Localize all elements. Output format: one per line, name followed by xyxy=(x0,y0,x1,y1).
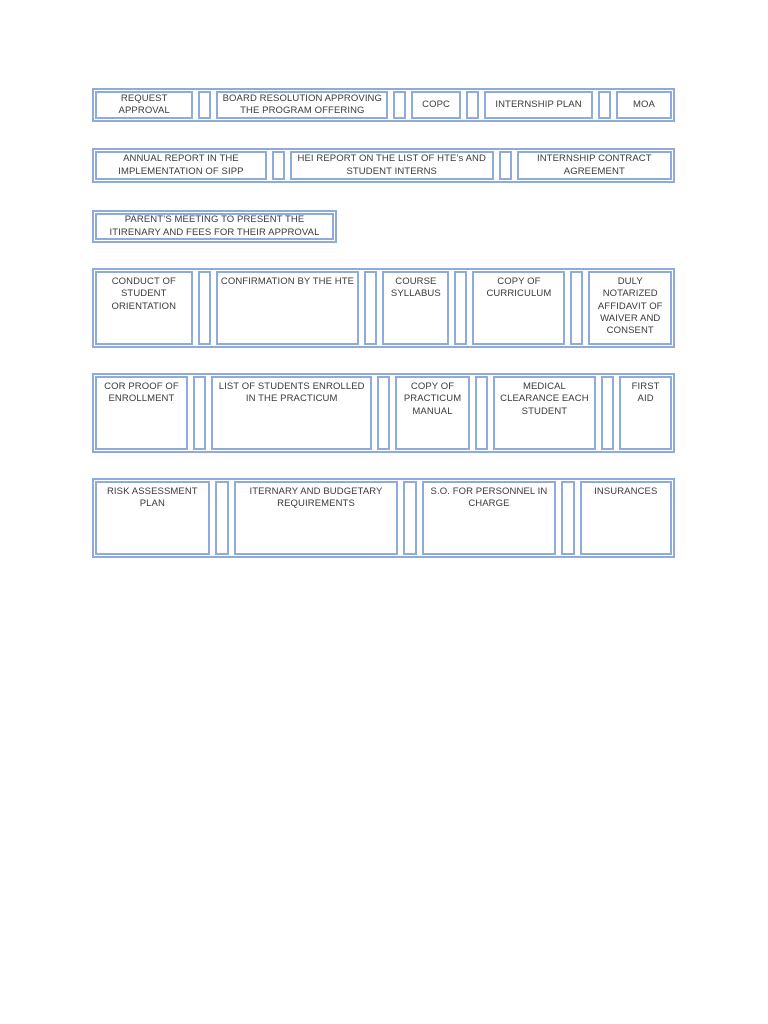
cell-label: RISK ASSESSMENT PLAN xyxy=(106,486,198,510)
spacer-cell xyxy=(192,376,206,450)
table-row: PARENT’S MEETING TO PRESENT THE ITIRENAR… xyxy=(92,210,337,243)
cell-label: FIRST AID xyxy=(631,381,660,405)
spacer-cell xyxy=(498,151,512,180)
spacer-cell xyxy=(466,91,479,119)
table-row: RISK ASSESSMENT PLAN ITERNARY AND BUDGETA… xyxy=(92,478,675,558)
spacer-cell xyxy=(598,91,612,119)
cell-label: REQUEST APPROVAL xyxy=(118,92,170,116)
table-cell: MOA xyxy=(616,91,672,119)
table-cell: MEDICAL CLEARANCE EACH STUDENT xyxy=(492,376,597,450)
table-cell: CONDUCT OF STUDENT ORIENTATION xyxy=(95,271,193,345)
cell-label: PARENT’S MEETING TO PRESENT THE ITIRENAR… xyxy=(109,214,320,238)
cell-label: INTERNSHIP CONTRACT AGREEMENT xyxy=(536,153,652,177)
cell-label: CONFIRMATION BY THE HTE xyxy=(220,276,355,287)
cell-label: CONDUCT OF STUDENT ORIENTATION xyxy=(111,276,177,312)
table-cell: RISK ASSESSMENT PLAN xyxy=(95,481,210,555)
spacer-cell xyxy=(570,271,584,345)
spacer-cell xyxy=(198,91,212,119)
table-row: REQUEST APPROVAL BOARD RESOLUTION APPROVI… xyxy=(92,88,675,122)
table-cell: COR PROOF OF ENROLLMENT xyxy=(95,376,188,450)
spacer-cell xyxy=(403,481,418,555)
cell-label: ANNUAL REPORT IN THE IMPLEMENTATION OF S… xyxy=(118,153,244,177)
table-cell: ITERNARY AND BUDGETARY REQUIREMENTS xyxy=(233,481,399,555)
table-cell: COPY OF CURRICULUM xyxy=(472,271,566,345)
cell-label: S.O. FOR PERSONNEL IN CHARGE xyxy=(430,486,548,510)
spacer-cell xyxy=(601,376,615,450)
cell-label: HEI REPORT ON THE LIST OF HTE’s AND STUD… xyxy=(297,153,486,177)
cell-label: INTERNSHIP PLAN xyxy=(495,98,582,110)
table-row: COR PROOF OF ENROLLMENT LIST OF STUDENTS … xyxy=(92,373,675,453)
table-cell: INSURANCES xyxy=(579,481,672,555)
table-cell: BOARD RESOLUTION APPROVING THE PROGRAM O… xyxy=(216,91,389,119)
cell-label: LIST OF STUDENTS ENROLLED IN THE PRACTIC… xyxy=(218,381,365,405)
cell-label: BOARD RESOLUTION APPROVING THE PROGRAM O… xyxy=(222,92,383,116)
spacer-cell xyxy=(214,481,229,555)
cell-label: INSURANCES xyxy=(594,486,658,497)
cell-label: COPC xyxy=(422,98,451,110)
table-cell: HEI REPORT ON THE LIST OF HTE’s AND STUD… xyxy=(289,151,494,180)
table-cell: COURSE SYLLABUS xyxy=(382,271,450,345)
table-cell: REQUEST APPROVAL xyxy=(95,91,194,119)
cell-label: COPY OF PRACTICUM MANUAL xyxy=(403,381,462,417)
spacer-cell xyxy=(560,481,575,555)
spacer-cell xyxy=(197,271,211,345)
spacer-cell xyxy=(474,376,488,450)
table-cell: INTERNSHIP CONTRACT AGREEMENT xyxy=(516,151,672,180)
spacer-cell xyxy=(271,151,285,180)
table-cell: COPY OF PRACTICUM MANUAL xyxy=(395,376,470,450)
cell-label: MOA xyxy=(633,98,655,110)
cell-label: ITERNARY AND BUDGETARY REQUIREMENTS xyxy=(249,486,383,510)
table-row: CONDUCT OF STUDENT ORIENTATION CONFIRMATI… xyxy=(92,268,675,348)
cell-label: MEDICAL CLEARANCE EACH STUDENT xyxy=(500,381,589,417)
cell-label: COPY OF CURRICULUM xyxy=(486,276,552,300)
cell-label: DULY NOTARIZED AFFIDAVIT OF WAIVER AND C… xyxy=(597,276,663,337)
cell-label: COURSE SYLLABUS xyxy=(390,276,441,300)
table-cell: COPC xyxy=(411,91,461,119)
table-cell: PARENT’S MEETING TO PRESENT THE ITIRENAR… xyxy=(95,213,334,240)
table-cell: DULY NOTARIZED AFFIDAVIT OF WAIVER AND C… xyxy=(588,271,672,345)
table-cell: INTERNSHIP PLAN xyxy=(484,91,594,119)
table-cell: FIRST AID xyxy=(619,376,672,450)
spacer-cell xyxy=(364,271,378,345)
table-cell: S.O. FOR PERSONNEL IN CHARGE xyxy=(422,481,556,555)
table-row: ANNUAL REPORT IN THE IMPLEMENTATION OF S… xyxy=(92,148,675,183)
table-cell: CONFIRMATION BY THE HTE xyxy=(215,271,360,345)
cell-label: COR PROOF OF ENROLLMENT xyxy=(104,381,179,405)
table-cell: ANNUAL REPORT IN THE IMPLEMENTATION OF S… xyxy=(95,151,267,180)
spacer-cell xyxy=(393,91,407,119)
table-cell: LIST OF STUDENTS ENROLLED IN THE PRACTIC… xyxy=(210,376,373,450)
spacer-cell xyxy=(377,376,391,450)
spacer-cell xyxy=(454,271,468,345)
